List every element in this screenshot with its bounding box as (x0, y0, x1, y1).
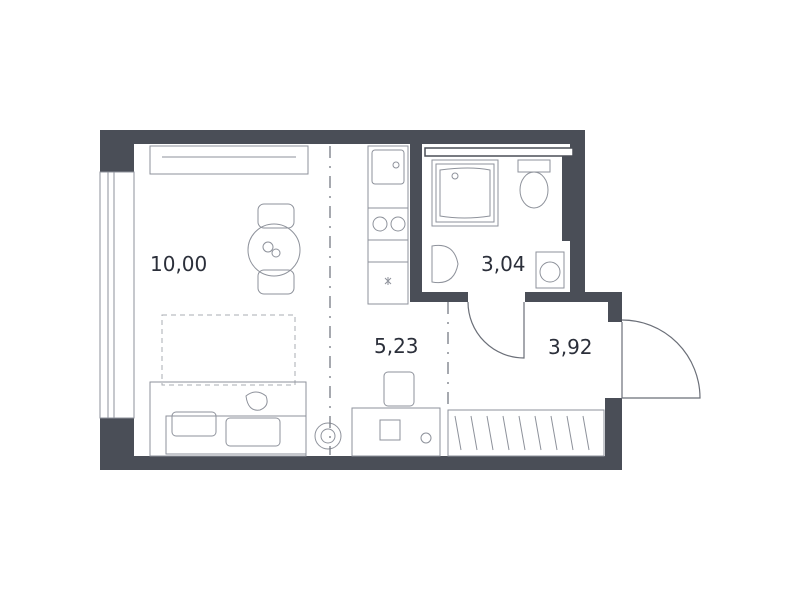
wall-bottom (100, 456, 620, 470)
area-label-balcony: 3,92 (548, 335, 593, 359)
wall-bathroom-bottom-right (525, 292, 622, 302)
area-label-bathroom: 3,04 (481, 252, 526, 276)
walls (100, 130, 622, 470)
area-label-living: 10,00 (150, 252, 207, 276)
wall-right-bathroom (570, 130, 585, 300)
door-bathroom (467, 301, 525, 359)
wall-bathroom-inner-right (562, 156, 570, 241)
wall-balcony-post-top (608, 292, 622, 322)
wardrobe-top (149, 145, 309, 175)
bathroom-fixtures (431, 159, 565, 289)
kitchen-counter (367, 145, 409, 305)
wall-bathroom-left (410, 144, 422, 300)
bed (149, 314, 307, 457)
area-label-hall: 5,23 (374, 334, 419, 358)
wall-bathroom-inner-top (424, 147, 574, 157)
wall-top (100, 130, 585, 144)
dining-table (247, 203, 301, 295)
wall-bathroom-bottom-left (410, 292, 468, 302)
floor-lamp (314, 422, 342, 450)
door-balcony (621, 319, 701, 399)
desk (351, 371, 441, 457)
entry-wardrobe (447, 409, 605, 457)
wall-balcony-post-bottom (605, 398, 622, 470)
wall-corner-top-left (100, 130, 134, 172)
window-left (99, 171, 135, 419)
